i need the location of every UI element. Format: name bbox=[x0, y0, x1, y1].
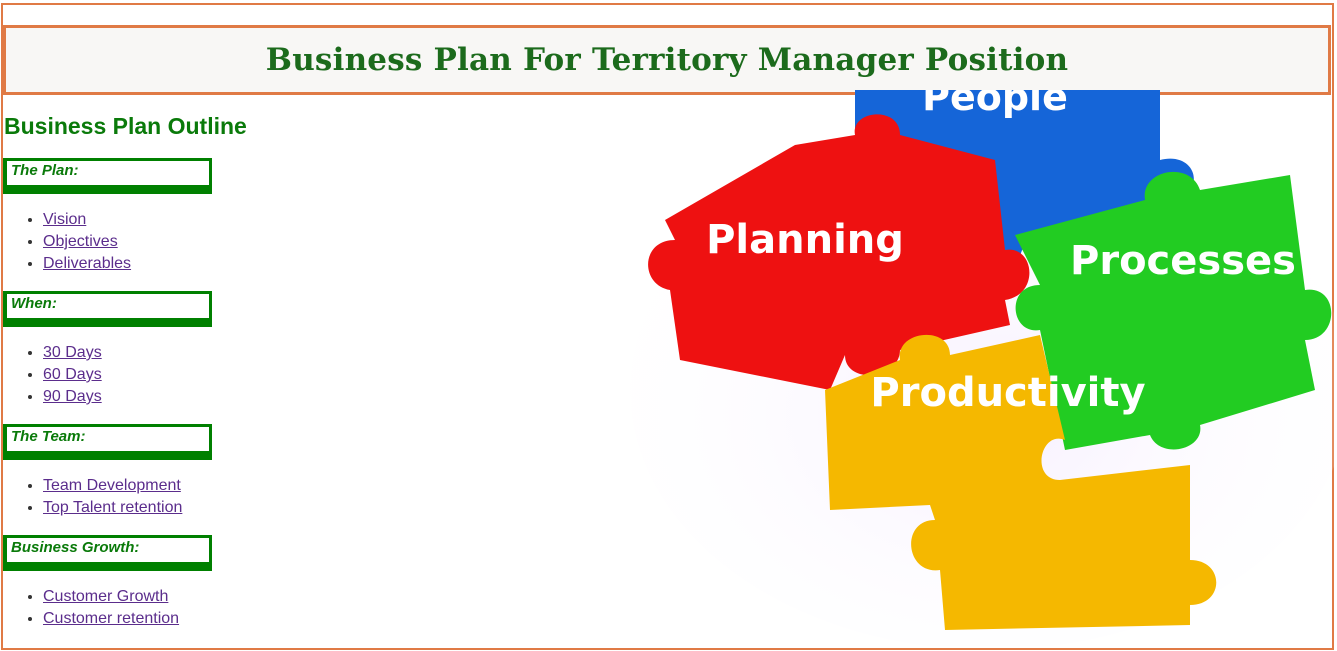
piece-label-planning: Planning bbox=[706, 217, 904, 263]
list-item: 90 Days bbox=[43, 386, 102, 408]
link-top-talent-retention[interactable]: Top Talent retention bbox=[43, 499, 183, 516]
section-list-growth: Customer Growth Customer retention bbox=[0, 586, 179, 630]
section-header-when: When: bbox=[3, 291, 212, 327]
link-customer-growth[interactable]: Customer Growth bbox=[43, 588, 169, 605]
puzzle-piece-yellow bbox=[825, 334, 1217, 630]
list-item: Objectives bbox=[43, 231, 131, 253]
puzzle-svg: People Planning Processes Productivity bbox=[630, 90, 1337, 646]
list-item: Customer Growth bbox=[43, 586, 179, 608]
page-title: Business Plan For Territory Manager Posi… bbox=[265, 42, 1069, 78]
section-list-plan: Vision Objectives Deliverables bbox=[0, 209, 131, 275]
piece-label-productivity: Productivity bbox=[870, 370, 1145, 416]
section-label: The Team: bbox=[11, 428, 86, 445]
list-item: Top Talent retention bbox=[43, 497, 182, 519]
link-customer-retention[interactable]: Customer retention bbox=[43, 610, 180, 627]
piece-label-processes: Processes bbox=[1070, 238, 1296, 284]
section-label: The Plan: bbox=[11, 162, 79, 179]
section-header-team: The Team: bbox=[3, 424, 212, 460]
piece-label-people: People bbox=[922, 90, 1068, 119]
puzzle-illustration: People Planning Processes Productivity bbox=[600, 90, 1337, 646]
link-vision[interactable]: Vision bbox=[43, 211, 87, 228]
section-list-team: Team Development Top Talent retention bbox=[0, 475, 182, 519]
list-item: Customer retention bbox=[43, 608, 179, 630]
section-header-growth: Business Growth: bbox=[3, 535, 212, 571]
page-header: Business Plan For Territory Manager Posi… bbox=[3, 25, 1331, 95]
list-item: Vision bbox=[43, 209, 131, 231]
link-30-days[interactable]: 30 Days bbox=[43, 344, 102, 361]
list-item: Deliverables bbox=[43, 253, 131, 275]
section-header-plan: The Plan: bbox=[3, 158, 212, 194]
section-label: Business Growth: bbox=[11, 539, 140, 556]
link-60-days[interactable]: 60 Days bbox=[43, 366, 102, 383]
link-objectives[interactable]: Objectives bbox=[43, 233, 118, 250]
outline-heading: Business Plan Outline bbox=[4, 113, 247, 139]
link-team-development[interactable]: Team Development bbox=[43, 477, 181, 494]
link-deliverables[interactable]: Deliverables bbox=[43, 255, 132, 272]
list-item: Team Development bbox=[43, 475, 182, 497]
list-item: 60 Days bbox=[43, 364, 102, 386]
section-list-when: 30 Days 60 Days 90 Days bbox=[0, 342, 102, 408]
link-90-days[interactable]: 90 Days bbox=[43, 388, 102, 405]
puzzle-piece-green bbox=[1015, 171, 1332, 450]
puzzle-piece-red bbox=[648, 114, 1030, 390]
list-item: 30 Days bbox=[43, 342, 102, 364]
section-label: When: bbox=[11, 295, 57, 312]
